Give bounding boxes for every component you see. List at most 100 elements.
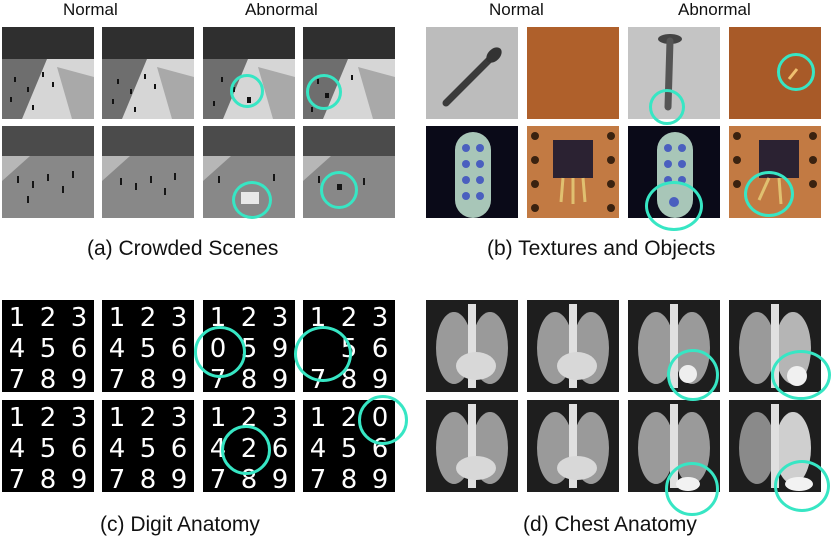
digit-glyph: 9 [71,465,88,492]
digit-glyph: 8 [241,465,258,492]
digit-glyph: 1 [9,303,26,333]
crowd-tile-normal [102,27,194,119]
digit-glyph: 8 [140,365,157,392]
digit-glyph: 2 [341,403,358,433]
digit-glyph: 7 [210,465,227,492]
digit-glyph: 5 [341,334,358,364]
digit-glyph: 7 [210,365,227,392]
digit-glyph: 2 [140,303,157,333]
digit-glyph: 2 [241,434,258,464]
digit-glyph: 1 [210,403,227,433]
digit-glyph: 6 [372,434,389,464]
screw-tile-abnormal [628,27,720,119]
digit-glyph: 7 [310,465,327,492]
digit-glyph: 3 [272,303,289,333]
header-abnormal-a: Abnormal [245,0,318,19]
digit-glyph: 9 [71,365,88,392]
digit-glyph: 1 [310,403,327,433]
xray-tile-abnormal [628,300,720,392]
xray-tile-normal [527,300,619,392]
digit-glyph: 4 [310,434,327,464]
xray-tile-normal [426,400,518,492]
digit-glyph: 8 [341,365,358,392]
digit-glyph: 4 [210,434,227,464]
header-normal-b: Normal [489,0,544,19]
digit-glyph: 1 [109,303,126,333]
digit-glyph: 4 [9,434,26,464]
digit-glyph: 0 [210,334,227,364]
crowd-tile-normal [2,27,94,119]
xray-tile-normal [527,400,619,492]
caption-textures-objects: (b) Textures and Objects [487,237,716,260]
digit-glyph: 6 [171,334,188,364]
digit-glyph: 2 [140,403,157,433]
digit-glyph: 7 [9,365,26,392]
digit-glyph: 8 [241,365,258,392]
digit-glyph: 5 [241,334,258,364]
digit-glyph: 9 [272,465,289,492]
digit-glyph: 2 [241,403,258,433]
digit-glyph: 2 [341,303,358,333]
digit-glyph: 9 [272,334,289,364]
digit-glyph: 5 [140,434,157,464]
digit-glyph: 3 [171,403,188,433]
leather-tile-abnormal [729,27,821,119]
crowd-tile-normal [2,126,94,218]
crowd-tile-abnormal [303,126,395,218]
digit-glyph: 5 [341,434,358,464]
digit-glyph: 2 [241,303,258,333]
digit-glyph: 2 [40,303,57,333]
leather-tile-normal [527,27,619,119]
digit-glyph: 1 [310,303,327,333]
digit-glyph: 1 [210,303,227,333]
digit-glyph: 9 [171,365,188,392]
digit-glyph: 8 [40,365,57,392]
header-abnormal-b: Abnormal [678,0,751,19]
digit-glyph: 9 [272,365,289,392]
caption-crowded-scenes: (a) Crowded Scenes [87,237,279,260]
crowd-tile-normal [102,126,194,218]
digit-glyph: 7 [109,365,126,392]
digit-glyph: 3 [71,303,88,333]
xray-tile-abnormal [729,400,821,492]
xray-tile-normal [426,300,518,392]
toothbrush-tile-normal [426,126,518,218]
digit-glyph: 5 [40,334,57,364]
xray-tile-abnormal [729,300,821,392]
digit-glyph: 3 [71,403,88,433]
digit-glyph: 3 [171,303,188,333]
xray-tile-abnormal [628,400,720,492]
digit-glyph: 1 [109,403,126,433]
digit-glyph: 4 [109,434,126,464]
digit-glyph: 8 [40,465,57,492]
digit-glyph: 1 [9,403,26,433]
digit-glyph: 6 [272,434,289,464]
digit-glyph: 5 [140,334,157,364]
digit-glyph: 3 [372,303,389,333]
transistor-tile-abnormal [729,126,821,218]
digit-glyph: 6 [71,434,88,464]
digit-glyph: 6 [372,334,389,364]
digit-glyph: 5 [40,434,57,464]
digit-glyph: 2 [40,403,57,433]
digit-glyph: 9 [372,465,389,492]
digit-glyph: 7 [109,465,126,492]
digit-glyph: 7 [9,465,26,492]
digit-glyph: 4 [109,334,126,364]
transistor-tile-normal [527,126,619,218]
crowd-tile-abnormal [203,126,295,218]
digit-glyph: 8 [341,465,358,492]
caption-chest-anatomy: (d) Chest Anatomy [523,513,697,536]
digit-glyph: 8 [140,465,157,492]
digit-glyph: 7 [310,365,327,392]
digit-glyph: 6 [71,334,88,364]
header-normal-a: Normal [63,0,118,19]
toothbrush-tile-abnormal [628,126,720,218]
